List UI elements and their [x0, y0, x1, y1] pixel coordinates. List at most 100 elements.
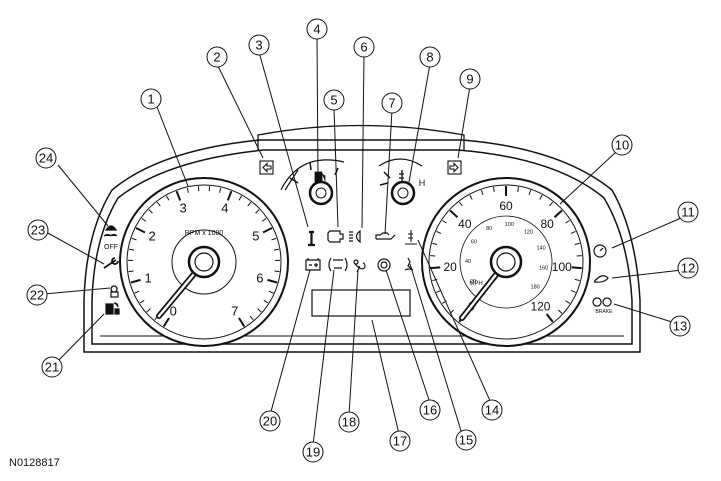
callout-bubble	[27, 219, 49, 241]
tachometer-tick-label: 2	[149, 229, 156, 244]
callout-number: 9	[466, 72, 473, 87]
tire-pressure-icon	[328, 257, 348, 272]
message-center-display	[311, 289, 411, 317]
callout-number: 20	[263, 414, 277, 429]
service-wrench-icon	[103, 257, 119, 269]
callout-number: 21	[45, 360, 59, 375]
right-turn-arrow-icon	[449, 162, 459, 173]
seatbelt-icon	[308, 230, 315, 247]
callout-bubble	[259, 410, 281, 432]
callout-leader-lines	[43, 35, 683, 446]
charging-system-icon	[305, 258, 321, 271]
callout-number: 2	[213, 50, 220, 65]
brake-warning-icon	[592, 297, 612, 307]
callout-bubble	[41, 356, 63, 378]
check-engine-icon	[327, 230, 344, 243]
fuel-gauge	[280, 159, 345, 206]
low-fuel-icon	[593, 275, 609, 283]
anti-lock-brake-icon	[377, 258, 391, 272]
callout-number: 1	[147, 92, 154, 107]
callout-bubble	[26, 284, 48, 306]
callout-number: 15	[459, 433, 473, 448]
tachometer-tick-label: 4	[221, 200, 228, 215]
callout-number: 12	[681, 261, 695, 276]
callout-bubble	[677, 257, 699, 279]
tachometer-tick-label: 3	[179, 200, 186, 215]
fuel-pump-icon	[314, 171, 326, 183]
callout-number: 24	[39, 151, 53, 166]
speedometer-outer-label: 40	[458, 217, 472, 231]
warning-lamps	[305, 229, 417, 273]
speedometer-inner-label: 80	[486, 226, 492, 232]
callout-number: 19	[306, 445, 320, 460]
callout-bubble	[338, 411, 360, 433]
speedometer-inner-label: 180	[531, 284, 540, 290]
speedometer-inner-label: 60	[471, 240, 477, 246]
tachometer-tick-marks	[128, 186, 280, 327]
callout-number: 3	[255, 38, 262, 53]
tachometer-tick-label: 7	[231, 304, 238, 319]
speedometer-outer-label: 20	[444, 260, 458, 274]
stability-control-off-icon	[103, 225, 118, 237]
callout-number: 16	[423, 403, 437, 418]
callout-bubble	[389, 430, 411, 452]
headlamp-high-beam-icon	[349, 229, 361, 244]
callout-bubble	[140, 88, 162, 110]
callout-bubble	[381, 92, 403, 114]
callout-number: 23	[31, 223, 45, 238]
tachometer-tick-label: 5	[252, 229, 259, 244]
turn-signal-indicators	[259, 160, 462, 175]
left-turn-arrow-icon	[262, 162, 272, 173]
tachometer-tick-labels: 0 1 2 3 4 5 6 7	[145, 200, 264, 318]
coolant-temp-icon	[395, 170, 411, 185]
callout-number: 14	[485, 403, 499, 418]
figure-code: N0128817	[9, 457, 60, 469]
callout-number: 6	[360, 40, 367, 55]
callout-number: 11	[681, 205, 695, 220]
callout-number: 10	[615, 138, 629, 153]
callout-bubble	[302, 441, 324, 463]
speedometer-inner-label: 140	[537, 245, 546, 251]
callout-bubble	[206, 46, 228, 68]
airbag-icon	[353, 259, 366, 273]
oil-pressure-icon	[375, 232, 396, 240]
tachometer-tick-label: 1	[145, 270, 152, 285]
callout-bubble	[455, 429, 477, 451]
callout-bubble	[323, 89, 345, 111]
temp-gauge-hot-label: H	[419, 178, 426, 188]
right-side-indicators: BRAKE	[592, 244, 614, 315]
brake-label: BRAKE	[596, 309, 614, 315]
speedometer-unit-label: MPH	[469, 281, 482, 287]
traction-control-icon	[404, 257, 414, 271]
callout-bubble	[419, 46, 441, 68]
callout-bubble	[35, 147, 57, 169]
speedometer-outer-label: 80	[540, 217, 554, 231]
callout-bubble	[669, 315, 691, 337]
speed-control-icon	[593, 244, 607, 258]
speedometer-outer-label: 100	[552, 260, 572, 274]
transmission-temp-icon	[405, 230, 417, 245]
speedometer-outer-label: 120	[530, 299, 550, 313]
callout-bubble	[481, 399, 503, 421]
callout-number: 4	[313, 22, 320, 37]
callout-bubble	[459, 68, 481, 90]
speedometer-inner-label: 160	[539, 266, 548, 272]
tachometer-tick-label: 6	[256, 270, 263, 285]
callout-number: 17	[393, 434, 407, 449]
tachometer-tick-label: 0	[170, 304, 177, 319]
callout-bubble	[677, 201, 699, 223]
speedometer-outer-label: 60	[499, 199, 513, 213]
stability-off-label: OFF	[104, 244, 118, 251]
security-passive-anti-theft-icon	[110, 285, 119, 298]
temperature-gauge: H	[378, 158, 426, 206]
callout-bubble	[419, 399, 441, 421]
callout-number: 5	[330, 93, 337, 108]
speedometer-inner-label: 20	[470, 279, 476, 285]
door-ajar-icon	[105, 302, 120, 315]
tachometer-unit-label: RPM x 1000	[185, 230, 224, 237]
